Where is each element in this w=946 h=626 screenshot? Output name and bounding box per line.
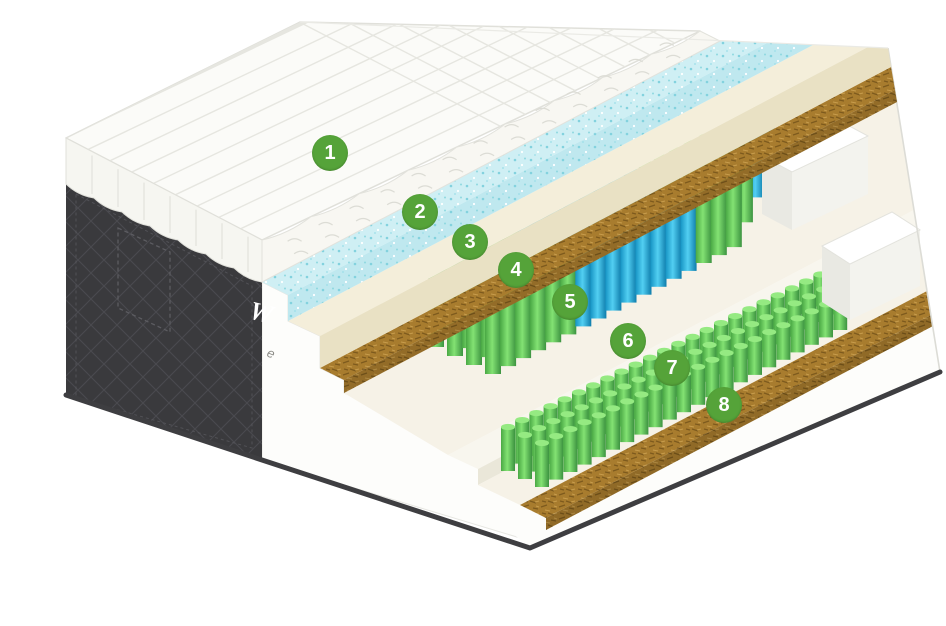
foam-encasement-block-lower [820, 211, 922, 320]
layer-badge-5: 5 [552, 284, 588, 320]
layer-7-mini-springs [478, 252, 927, 505]
layer-badge-7-label: 7 [666, 356, 678, 379]
layer-2-gel-foam [262, 41, 813, 321]
layer-badge-3-label: 3 [464, 230, 476, 253]
layer-3-foam [288, 45, 891, 368]
layer-badge-1-label: 1 [324, 141, 336, 164]
layer-badge-2-label: 2 [414, 200, 426, 223]
brand-text: We [247, 296, 278, 362]
layer-badge-7: 7 [654, 350, 690, 386]
layer-badge-3: 3 [452, 224, 488, 260]
layer-badge-6-label: 6 [622, 329, 634, 352]
layer-badge-8: 8 [706, 387, 742, 423]
layer-1-pillow-top [65, 21, 889, 283]
layer-badge-4-label: 4 [510, 258, 522, 281]
layer-badge-4: 4 [498, 252, 534, 288]
layer-badge-8-label: 8 [718, 393, 730, 416]
layer-badge-5-label: 5 [564, 290, 576, 313]
layer-badge-6: 6 [610, 323, 646, 359]
layer-badge-1: 1 [312, 135, 348, 171]
layer-4-coir [320, 67, 897, 393]
side-fabric-panel [66, 184, 262, 460]
layer-badge-2: 2 [402, 194, 438, 230]
